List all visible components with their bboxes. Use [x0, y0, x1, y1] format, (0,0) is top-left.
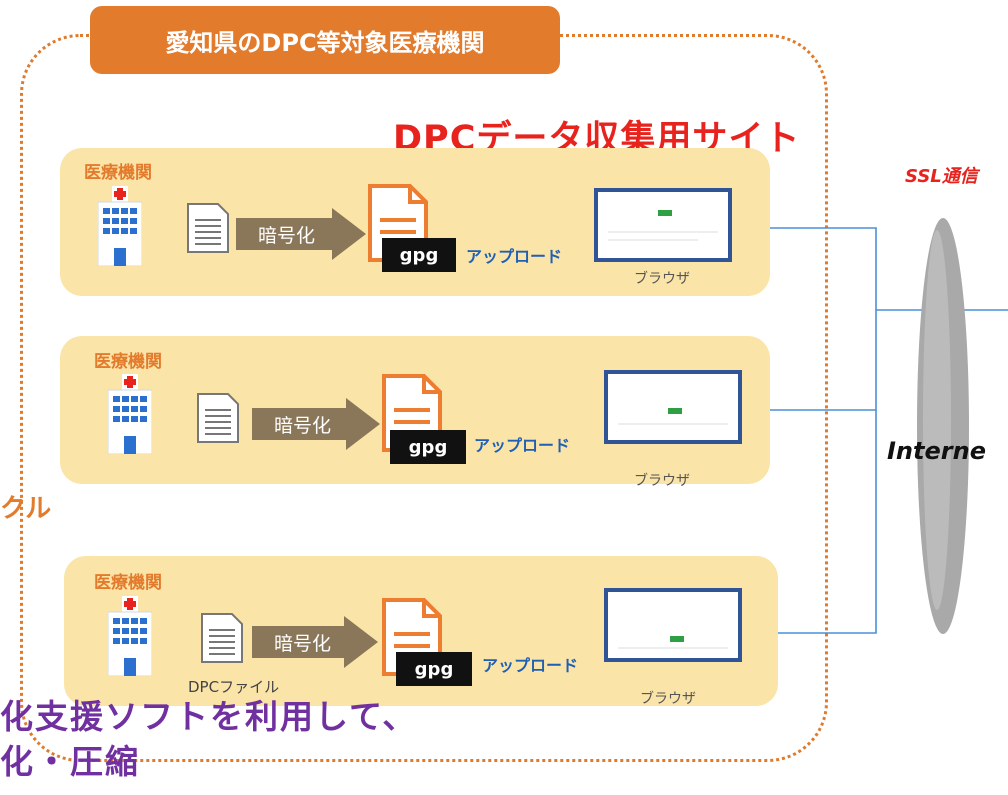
- institution-label: 医療機関: [84, 163, 152, 183]
- institution-label: 医療機関: [94, 352, 162, 372]
- upload-label: アップロード: [482, 656, 579, 675]
- upload-label: アップロード: [466, 247, 563, 266]
- internet-label: Interne: [887, 437, 986, 465]
- encrypt-label: 暗号化: [274, 414, 332, 437]
- gpg-badge: gpg: [390, 430, 466, 464]
- encrypt-arrow: 暗号化: [236, 208, 366, 260]
- bottom-caption-line2: 化・圧縮: [0, 742, 140, 781]
- encrypt-label: 暗号化: [258, 224, 316, 247]
- hospital-icon: [108, 596, 152, 676]
- document-icon: [197, 393, 239, 443]
- header-title: 愛知県のDPC等対象医療機関: [90, 6, 560, 74]
- encrypt-label: 暗号化: [274, 632, 332, 655]
- browser-window-icon: [604, 588, 742, 662]
- dpc-file-label: DPCファイル: [188, 678, 280, 696]
- bottom-caption-line1: 化支援ソフトを利用して、: [0, 697, 418, 736]
- institution-label: 医療機関: [94, 573, 162, 593]
- browser-label: ブラウザ: [640, 691, 696, 707]
- hospital-icon: [98, 186, 142, 266]
- document-icon: [201, 613, 243, 663]
- browser-label: ブラウザ: [634, 473, 690, 489]
- document-icon: [187, 203, 229, 253]
- hospital-icon: [108, 374, 152, 454]
- browser-label: ブラウザ: [634, 271, 690, 287]
- cycle-text-fragment: クル: [0, 494, 52, 524]
- browser-window-icon: [604, 370, 742, 444]
- upload-label: アップロード: [474, 436, 571, 455]
- encrypt-arrow: 暗号化: [252, 616, 378, 668]
- encrypt-arrow: 暗号化: [252, 398, 380, 450]
- ssl-label: SSL通信: [905, 166, 978, 187]
- browser-window-icon: [594, 188, 732, 262]
- gpg-badge: gpg: [382, 238, 456, 272]
- gpg-badge: gpg: [396, 652, 472, 686]
